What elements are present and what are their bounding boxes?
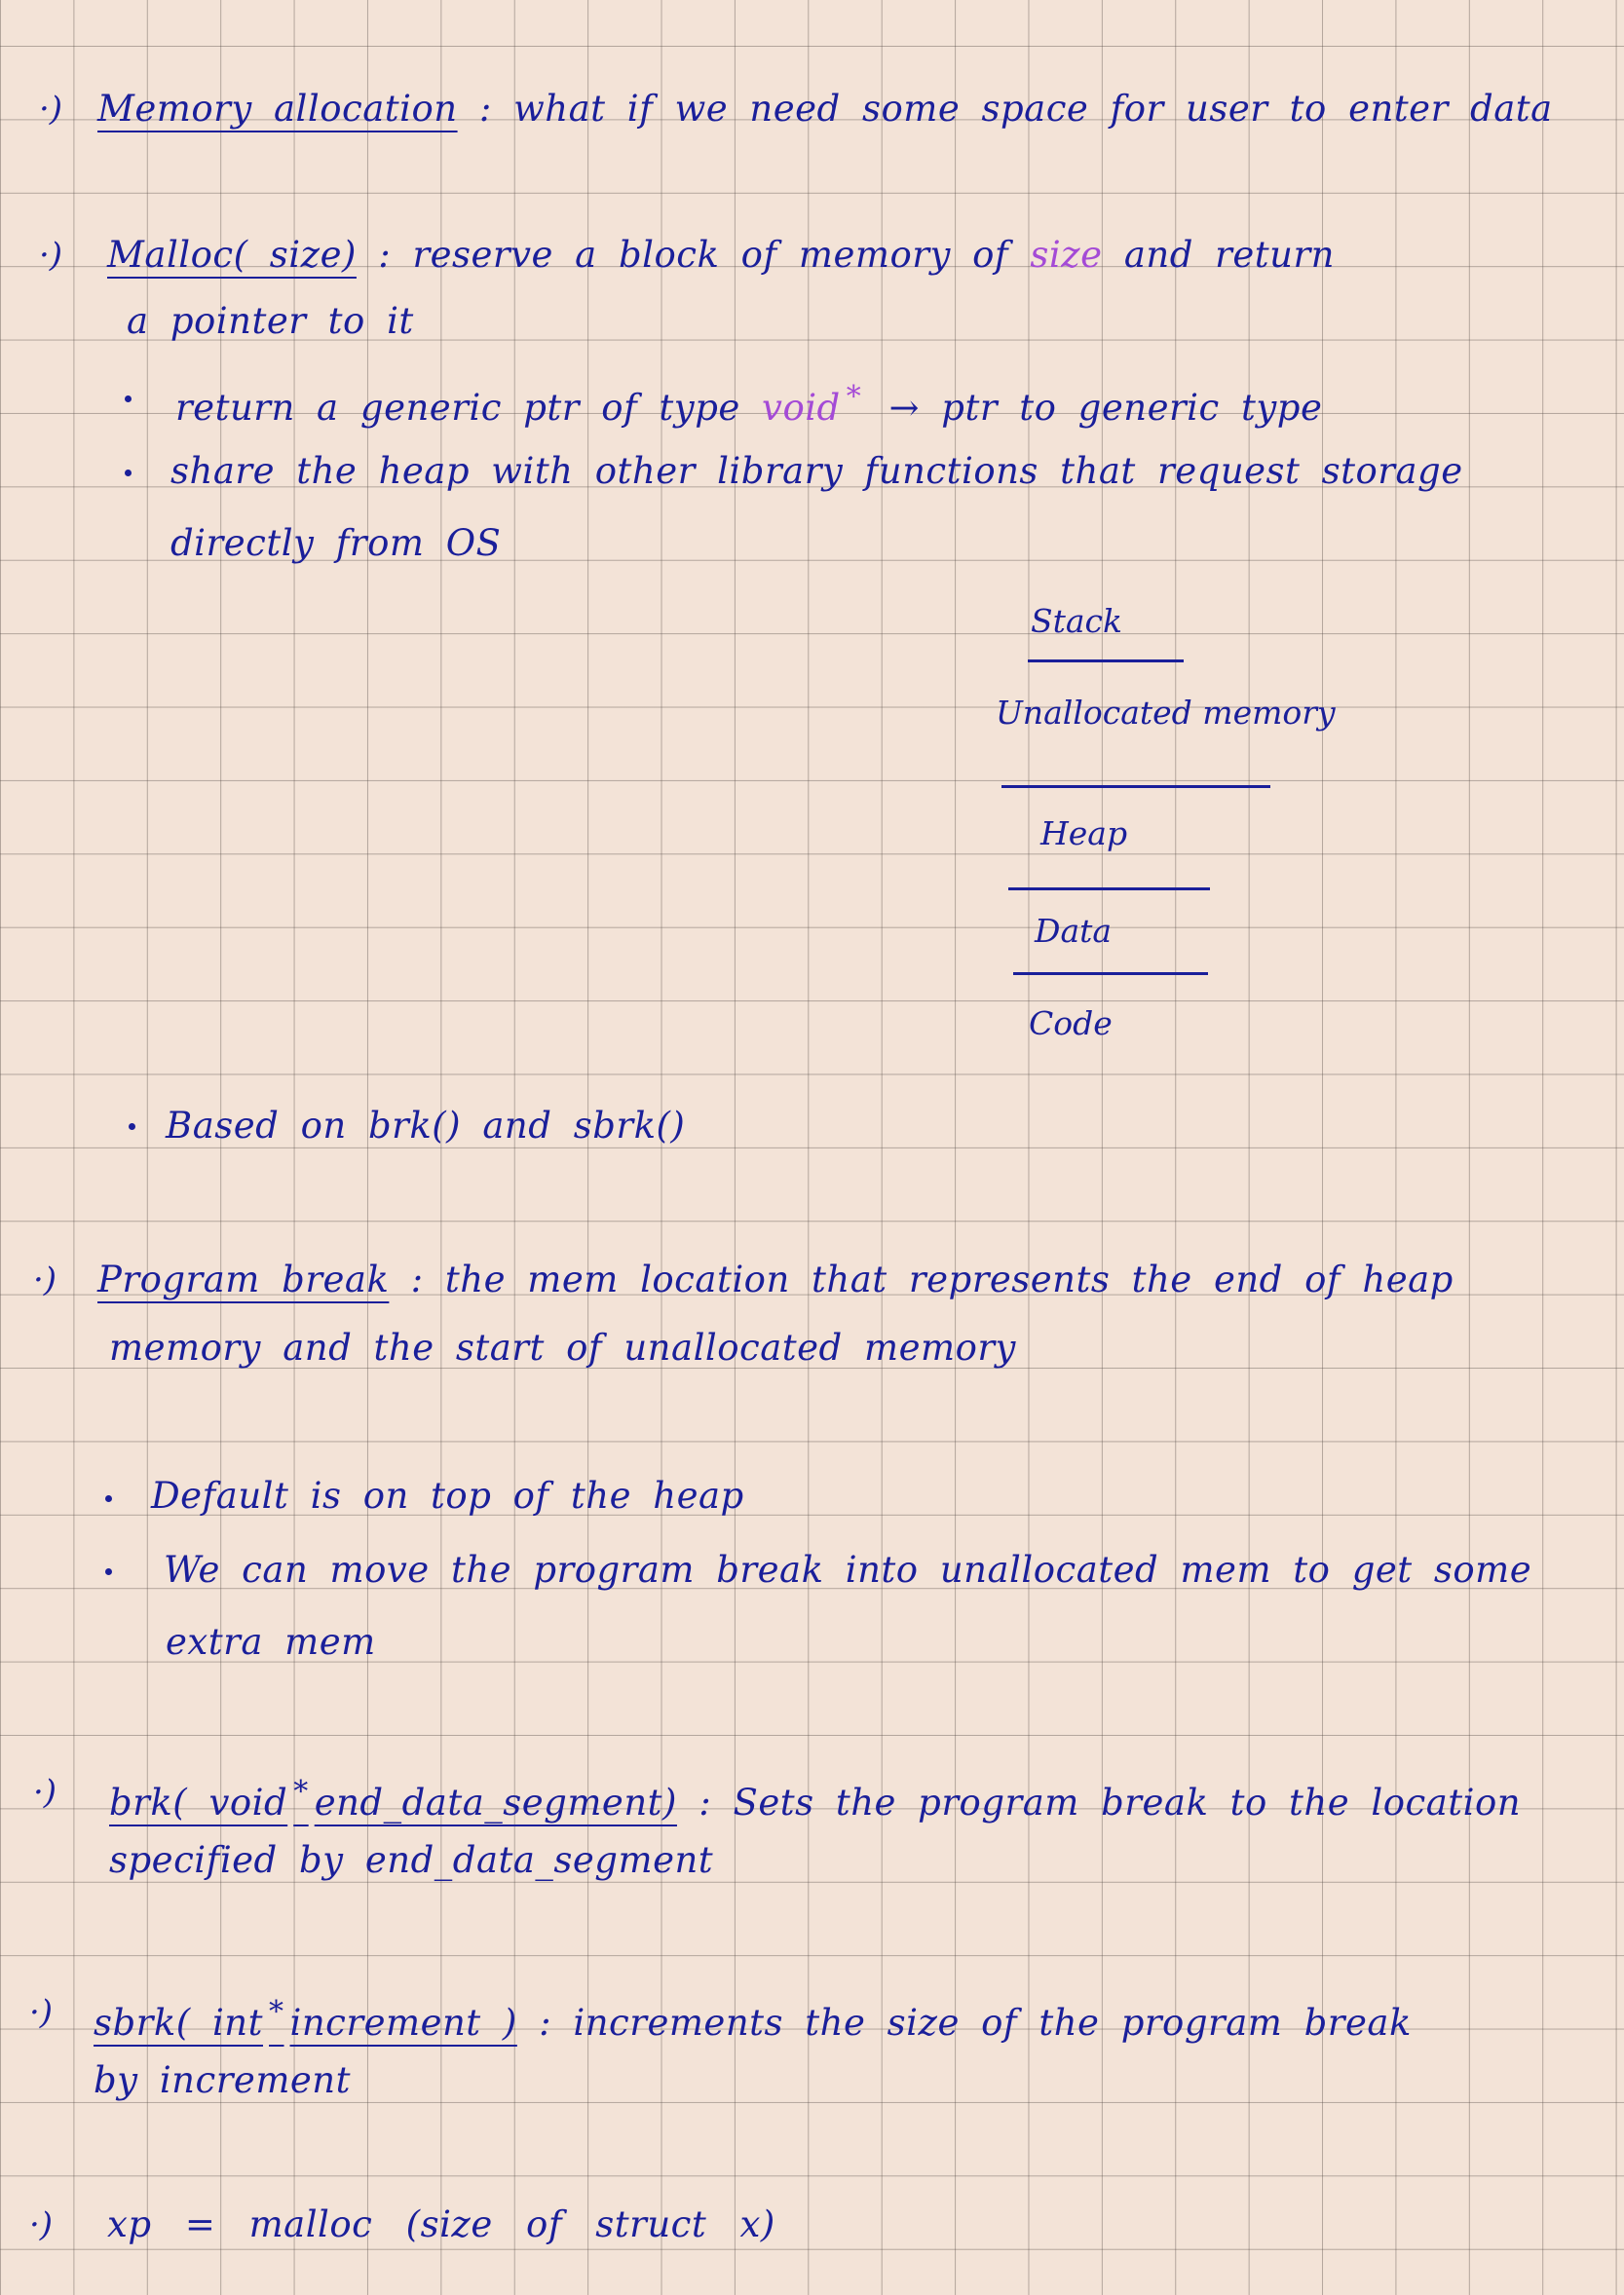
pointer-star: * [293, 1775, 309, 1809]
term-sbrk: sbrk( int*increment ) [94, 1995, 517, 2044]
highlight-void: void [762, 387, 841, 429]
program-break-line-2: memory and the start of unallocated memo… [109, 1327, 1016, 1369]
bullet-dot [129, 1123, 135, 1130]
definition-text: the mem location that represents the end… [444, 1259, 1454, 1300]
bullet-dot [125, 470, 132, 476]
diagram-label-code: Code [1029, 1004, 1113, 1042]
section-marker: ·) [29, 1993, 54, 2032]
highlight-size: size [1030, 234, 1103, 276]
brk-line: brk( void*end_data_segment) : Sets the p… [109, 1771, 1521, 1825]
definition-text: Sets the program break to the location [733, 1782, 1522, 1824]
bullet-text: → ptr to generic type [888, 387, 1323, 429]
malloc-example-line: xp = malloc (size of struct x) [107, 2203, 775, 2245]
definition-text: and return [1123, 234, 1335, 276]
pointer-star: * [269, 1995, 284, 2029]
brk-sbrk-bullet: Based on brk() and sbrk() [166, 1105, 686, 1147]
separator: : [478, 88, 492, 130]
malloc-line: Malloc( size) : reserve a block of memor… [107, 234, 1335, 277]
separator: : [699, 1782, 712, 1824]
program-break-line: Program break : the mem location that re… [97, 1259, 1454, 1301]
sbrk-line: sbrk( int*increment ) : increments the s… [94, 1991, 1412, 2045]
bullet-dot [105, 1495, 112, 1502]
diagram-label-heap: Heap [1040, 814, 1128, 852]
separator: : [410, 1259, 424, 1300]
section-marker: ·) [39, 90, 63, 129]
program-break-bullet-move-2: extra mem [166, 1621, 376, 1663]
malloc-bullet-heap-line1: share the heap with other library functi… [170, 450, 1463, 492]
diagram-divider [1028, 659, 1184, 662]
diagram-divider [1013, 972, 1208, 975]
program-break-bullet-move-1: We can move the program break into unall… [164, 1549, 1532, 1591]
malloc-bullet-void-ptr: return a generic ptr of type void* → ptr… [175, 376, 1322, 430]
diagram-label-data: Data [1035, 912, 1113, 950]
program-break-bullet-default: Default is on top of the heap [151, 1475, 744, 1517]
diagram-divider [1001, 785, 1270, 788]
bullet-dot [125, 395, 132, 402]
pointer-star: * [846, 380, 862, 414]
definition-text: increments the size of the program break [573, 2002, 1412, 2044]
brk-line-2: specified by end_data_segment [109, 1839, 714, 1881]
separator: : [539, 2002, 552, 2044]
malloc-line-2: a pointer to it [127, 300, 414, 342]
term-memory-allocation: Memory allocation [97, 88, 458, 130]
term-program-break: Program break [97, 1259, 390, 1300]
term-brk: brk( void*end_data_segment) [109, 1775, 677, 1824]
term-malloc: Malloc( size) [107, 234, 357, 276]
bullet-dot [105, 1568, 112, 1575]
sbrk-line-2: by increment [94, 2059, 351, 2101]
separator: : [378, 234, 392, 276]
diagram-label-unallocated: Unallocated memory [996, 694, 1336, 732]
section-marker: ·) [33, 1260, 57, 1299]
memory-allocation-line: Memory allocation : what if we need some… [97, 88, 1553, 131]
section-marker: ·) [39, 236, 63, 275]
definition-text: what if we need some space for user to e… [513, 88, 1553, 130]
definition-text: reserve a block of memory of [412, 234, 1009, 276]
section-marker: ·) [29, 2205, 54, 2244]
malloc-bullet-heap-line2: directly from OS [170, 522, 502, 564]
bullet-text: return a generic ptr of type [175, 387, 740, 429]
diagram-label-stack: Stack [1031, 602, 1123, 640]
section-marker: ·) [33, 1773, 57, 1812]
diagram-divider [1008, 887, 1210, 890]
